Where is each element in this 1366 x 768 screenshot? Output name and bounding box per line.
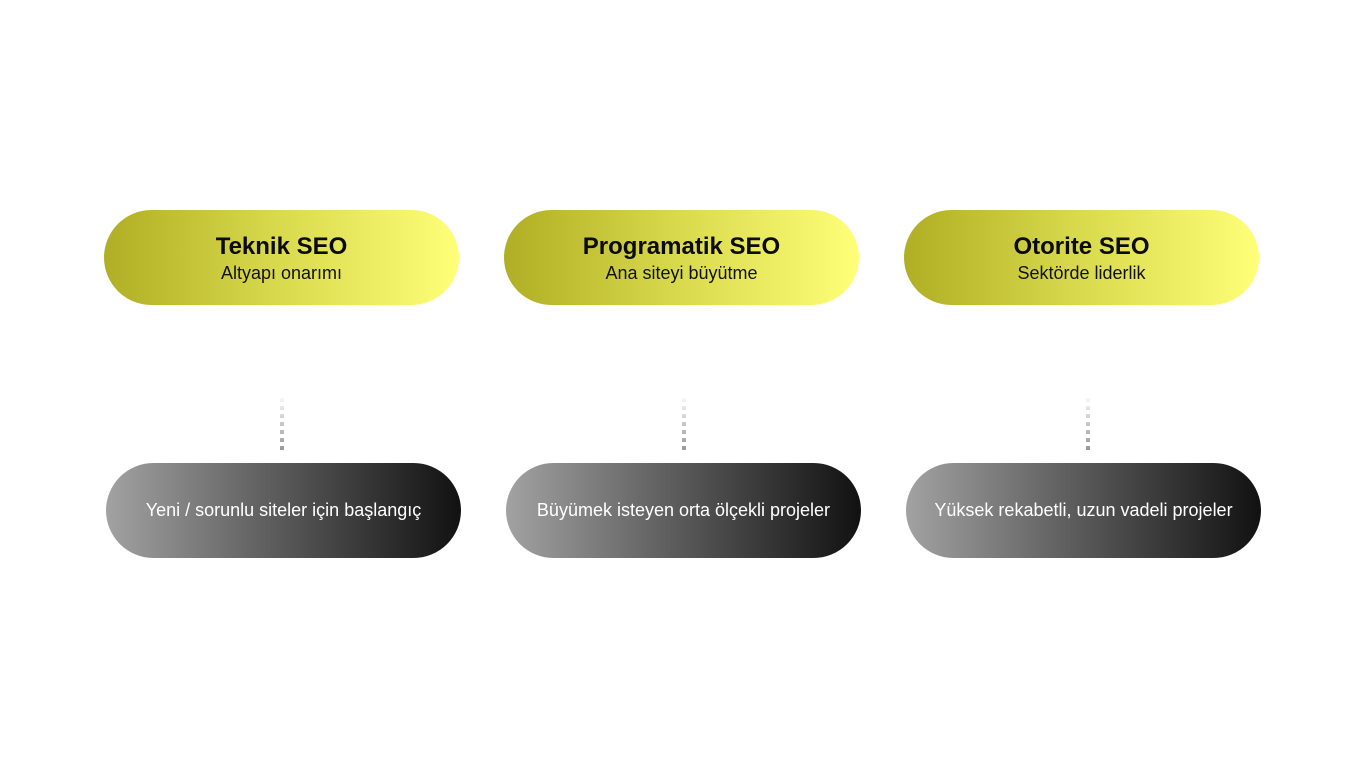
target-pill-programatik-seo: Büyümek isteyen orta ölçekli projeler: [506, 463, 861, 558]
dotted-connector: [1086, 398, 1090, 450]
target-description: Yüksek rekabetli, uzun vadeli projeler: [934, 500, 1233, 520]
target-description: Büyümek isteyen orta ölçekli projeler: [536, 500, 831, 520]
target-pill-otorite-seo: Yüksek rekabetli, uzun vadeli projeler: [906, 463, 1261, 558]
dotted-connector: [280, 398, 284, 450]
service-title: Teknik SEO: [215, 233, 348, 260]
service-pill-programatik-seo: Programatik SEO Ana siteyi büyütme: [504, 210, 859, 305]
column-programatik-seo: Programatik SEO Ana siteyi büyütme Büyüm…: [504, 0, 861, 768]
service-title: Programatik SEO: [582, 233, 781, 260]
target-description: Yeni / sorunlu siteler için başlangıç: [145, 500, 422, 520]
service-pill-teknik-seo: Teknik SEO Altyapı onarımı: [104, 210, 459, 305]
service-subtitle: Sektörde liderlik: [1017, 263, 1146, 283]
dotted-connector: [682, 398, 686, 450]
column-otorite-seo: Otorite SEO Sektörde liderlik Yüksek rek…: [904, 0, 1261, 768]
service-subtitle: Altyapı onarımı: [220, 263, 343, 283]
target-pill-teknik-seo: Yeni / sorunlu siteler için başlangıç: [106, 463, 461, 558]
service-title: Otorite SEO: [1013, 233, 1150, 260]
column-teknik-seo: Teknik SEO Altyapı onarımı Yeni / sorunl…: [104, 0, 461, 768]
service-pill-otorite-seo: Otorite SEO Sektörde liderlik: [904, 210, 1259, 305]
service-subtitle: Ana siteyi büyütme: [605, 263, 758, 283]
